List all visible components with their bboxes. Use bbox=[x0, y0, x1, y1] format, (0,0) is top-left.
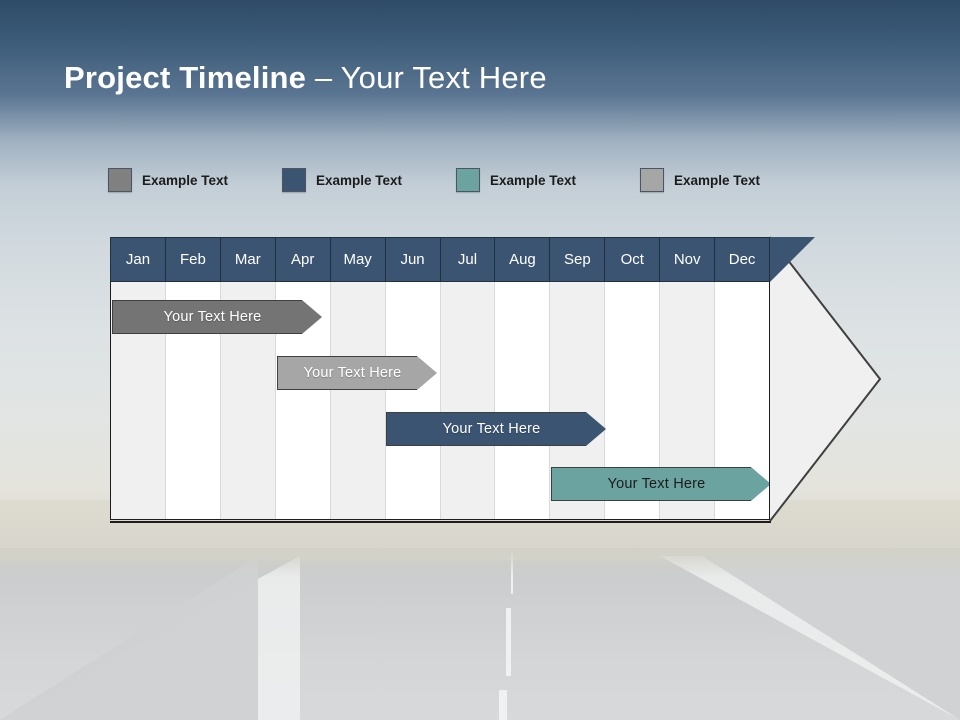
legend-label-3: Example Text bbox=[490, 172, 577, 188]
timeline-bar-label-2: Your Text Here bbox=[303, 365, 402, 381]
timeline-bar-tip-2 bbox=[417, 356, 437, 390]
timeline-bar-2[interactable]: Your Text Here bbox=[277, 356, 437, 390]
timeline-bar-tip-3 bbox=[586, 412, 606, 446]
timeline-bar-body-4: Your Text Here bbox=[551, 467, 751, 501]
month-header-mar[interactable]: Mar bbox=[221, 238, 276, 281]
timeline-bar-body-1: Your Text Here bbox=[112, 300, 302, 334]
month-column-oct bbox=[605, 282, 661, 519]
legend-swatch-3 bbox=[456, 168, 480, 192]
month-header-may[interactable]: May bbox=[331, 238, 386, 281]
month-header-feb[interactable]: Feb bbox=[166, 238, 221, 281]
legend-label-2: Example Text bbox=[316, 172, 403, 188]
title-bold-part: Project Timeline bbox=[64, 60, 307, 95]
road-shoulder-right-inner bbox=[702, 556, 960, 720]
legend-label-1: Example Text bbox=[142, 172, 229, 188]
month-header-dec[interactable]: Dec bbox=[728, 251, 756, 268]
month-column-may bbox=[330, 282, 386, 519]
month-column-apr bbox=[276, 282, 331, 519]
road-centerline-dash-2 bbox=[506, 608, 511, 676]
timeline-bar-tip-1 bbox=[302, 300, 322, 334]
page-title: Project Timeline – Your Text Here bbox=[64, 60, 547, 96]
month-column-aug bbox=[495, 282, 551, 519]
month-header-apr[interactable]: Apr bbox=[276, 238, 331, 281]
month-column-feb bbox=[166, 282, 221, 519]
title-separator: – bbox=[306, 60, 341, 95]
timeline-bar-3[interactable]: Your Text Here bbox=[386, 412, 606, 446]
legend-label-4: Example Text bbox=[674, 172, 761, 188]
legend-item-3[interactable]: Example Text bbox=[456, 168, 576, 192]
timeline-bar-body-3: Your Text Here bbox=[386, 412, 586, 446]
month-column-jul bbox=[440, 282, 496, 519]
timeline-bar-4[interactable]: Your Text Here bbox=[551, 467, 769, 501]
legend-item-2[interactable]: Example Text bbox=[282, 168, 402, 192]
month-header-jan[interactable]: Jan bbox=[111, 238, 166, 281]
timeline-header-arrow-cap bbox=[770, 237, 815, 282]
month-header-aug[interactable]: Aug bbox=[495, 238, 551, 281]
timeline-bar-1[interactable]: Your Text Here bbox=[112, 300, 322, 334]
month-header-jun[interactable]: Jun bbox=[386, 238, 441, 281]
legend-item-4[interactable]: Example Text bbox=[640, 168, 760, 192]
road-shoulder-left-inner bbox=[0, 556, 258, 720]
road-centerline-dash-3 bbox=[499, 690, 507, 720]
timeline-bar-label-3: Your Text Here bbox=[442, 421, 541, 437]
legend-swatch-2 bbox=[282, 168, 306, 192]
timeline-bar-body-2: Your Text Here bbox=[277, 356, 417, 390]
timeline-bar-tip-4 bbox=[751, 467, 769, 501]
background-road-haze bbox=[0, 548, 960, 578]
timeline-bar-label-4: Your Text Here bbox=[607, 476, 706, 492]
month-column-jun bbox=[386, 282, 441, 519]
legend-swatch-4 bbox=[640, 168, 664, 192]
month-header-jul[interactable]: Jul bbox=[441, 238, 496, 281]
month-header-nov[interactable]: Nov bbox=[660, 238, 716, 281]
title-light-part: Your Text Here bbox=[340, 60, 547, 95]
legend-item-1[interactable]: Example Text bbox=[108, 168, 228, 192]
legend-swatch-1 bbox=[108, 168, 132, 192]
legend: Example Text Example Text Example Text Exam… bbox=[108, 168, 808, 198]
month-header-sep[interactable]: Sep bbox=[550, 238, 606, 281]
timeline-bar-label-1: Your Text Here bbox=[163, 309, 262, 325]
month-header-oct[interactable]: Oct bbox=[605, 238, 661, 281]
timeline-bottom-rule bbox=[110, 521, 771, 523]
